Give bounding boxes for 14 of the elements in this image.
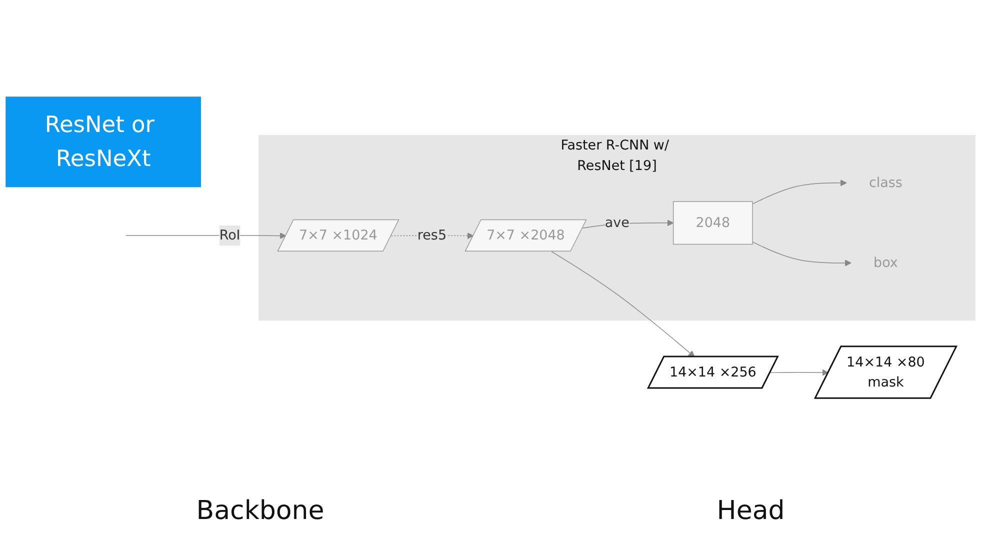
arrow — [752, 242, 852, 267]
node-text: class — [868, 175, 902, 192]
node-box: ResNet or ResNeXt — [6, 97, 201, 188]
edge-label: ave — [604, 216, 630, 232]
section-label: Backbone — [196, 496, 324, 528]
arrow — [551, 252, 695, 358]
section-label: Head — [716, 496, 785, 528]
arrow — [125, 232, 286, 240]
arrow — [770, 370, 829, 376]
node-box: 2048 — [672, 202, 753, 246]
arrow — [752, 180, 847, 205]
node-text: box — [874, 256, 898, 272]
edge-label: res5 — [417, 228, 447, 244]
edge-label: RoI — [219, 228, 240, 244]
